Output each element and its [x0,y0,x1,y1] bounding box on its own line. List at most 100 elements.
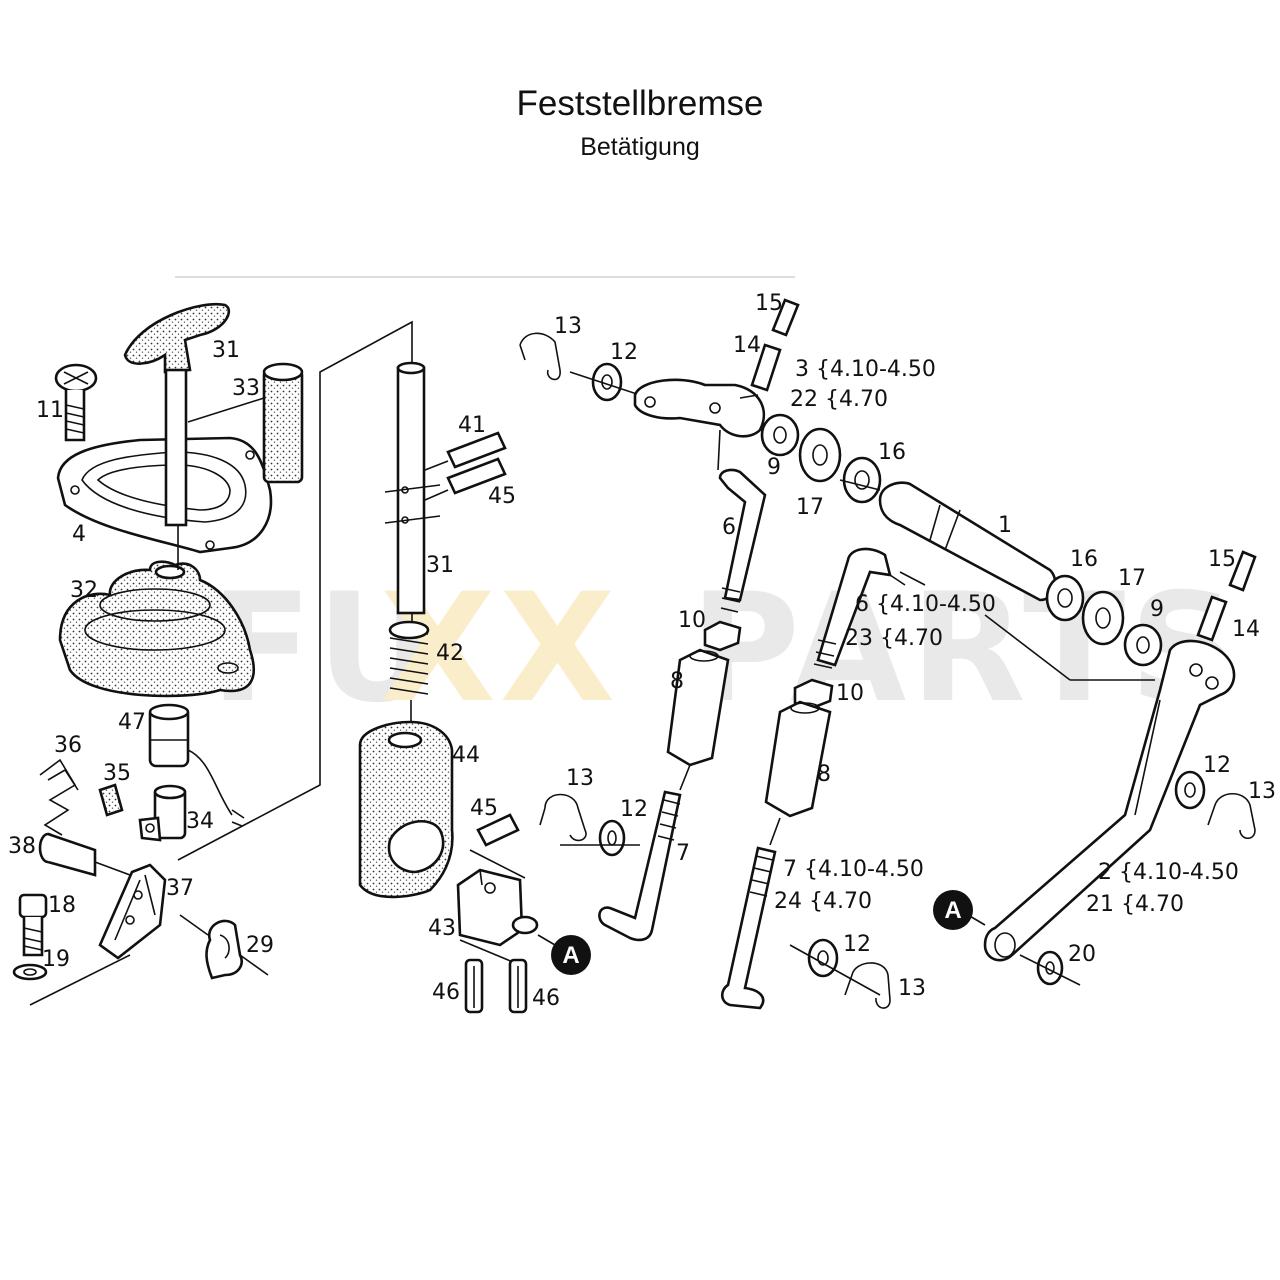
label-23: 23 {4.70 [845,626,943,651]
screw-18 [18,893,48,957]
washer-12-upper [591,362,623,402]
fork-34 [138,784,187,842]
label-32: 32 [70,578,98,603]
label-36: 36 [54,733,82,758]
label-10-left: 10 [678,608,706,633]
label-29: 29 [246,933,274,958]
label-15-top: 15 [755,291,783,316]
block-35 [98,783,124,817]
label-45-top: 45 [488,484,516,509]
washer-17-lower [1081,590,1125,646]
label-22: 22 {4.70 [790,387,888,412]
label-42: 42 [436,641,464,666]
label-13-upper: 13 [554,314,582,339]
leader-19 [29,954,131,1006]
pins-46 [464,958,528,1014]
bracket-37 [98,863,167,960]
label-43: 43 [428,916,456,941]
lever-2-21 [983,639,1236,962]
label-37: 37 [166,876,194,901]
label-31-handle: 31 [212,338,240,363]
label-16-lower: 16 [1070,547,1098,572]
label-19: 19 [42,947,70,972]
label-8-left: 8 [670,669,684,694]
label-41: 41 [458,413,486,438]
label-7-left: 7 [676,841,690,866]
pin-14-right [1196,595,1228,642]
label-21: 21 {4.70 [1086,892,1184,917]
label-46-right: 46 [532,986,560,1011]
diagram-title: Feststellbremse [516,84,764,123]
washer-12-middle [598,819,626,857]
svg-text:A: A [562,942,579,969]
label-6-middle: 6 {4.10-4.50 [855,592,996,617]
label-33: 33 [232,376,260,401]
screw-11 [54,363,98,442]
bushing-9-top [760,413,800,457]
nut-10-left [703,620,742,652]
label-34: 34 [186,809,214,834]
washer-12-right [1174,770,1206,810]
label-12-middle: 12 [620,797,648,822]
nut-10-middle [793,678,834,710]
label-14-right: 14 [1232,617,1260,642]
label-12-upper: 12 [610,340,638,365]
lever-3-22 [633,378,766,471]
rod-7-24 [720,846,777,1010]
label-12-right: 12 [1203,753,1231,778]
label-35: 35 [103,761,131,786]
bushing-9-lower [1123,623,1163,667]
diagram-subtitle: Betätigung [580,133,700,161]
label-8-middle: 8 [817,762,831,787]
switch-47 [148,703,245,827]
washer-19 [12,963,48,981]
label-2: 2 {4.10-4.50 [1098,860,1239,885]
watermark: FU XX PARTS [210,562,1237,736]
label-12-lower: 12 [843,932,871,957]
svg-text:A: A [944,897,961,924]
label-7-middle: 7 {4.10-4.50 [783,857,924,882]
pin-15-right [1228,550,1257,592]
label-18: 18 [48,893,76,918]
clip-13-middle [539,793,587,842]
rod-31 [384,361,441,615]
grip-44 [358,720,454,899]
label-31-rod: 31 [426,553,454,578]
pin-14-top [750,343,782,392]
clip-13-lower [844,962,891,1009]
label-11: 11 [36,398,64,423]
washer-20 [1036,950,1064,986]
label-1: 1 [998,513,1012,538]
rubber-boot-32 [58,560,256,698]
block-43 [456,868,539,966]
label-16-top: 16 [878,440,906,465]
pin-38 [38,832,131,877]
sleeve-33 [187,362,304,484]
label-45-bottom: 45 [470,796,498,821]
pin-15-top [771,298,800,337]
label-3: 3 {4.10-4.50 [795,357,936,382]
callout-a-right: A [933,890,986,930]
label-9-top: 9 [767,455,781,480]
t-handle-31 [123,302,231,527]
bearing-16-lower [1045,574,1085,622]
bearing-16-top [842,456,882,504]
label-13-right: 13 [1248,779,1276,804]
label-4: 4 [72,522,86,547]
pins-41 [424,431,507,501]
label-44: 44 [452,743,480,768]
rod-6-left [718,468,767,613]
label-17-top: 17 [796,495,824,520]
label-24: 24 {4.70 [774,889,872,914]
pin-45 [469,813,526,879]
label-15-right: 15 [1208,547,1236,572]
label-13-lower: 13 [898,976,926,1001]
gasket-plate-4 [56,436,273,554]
rod-6-middle [813,547,906,669]
tube-8-left [666,648,730,767]
clip-13-right [1207,792,1256,840]
label-9-lower: 9 [1150,597,1164,622]
label-20: 20 [1068,942,1096,967]
